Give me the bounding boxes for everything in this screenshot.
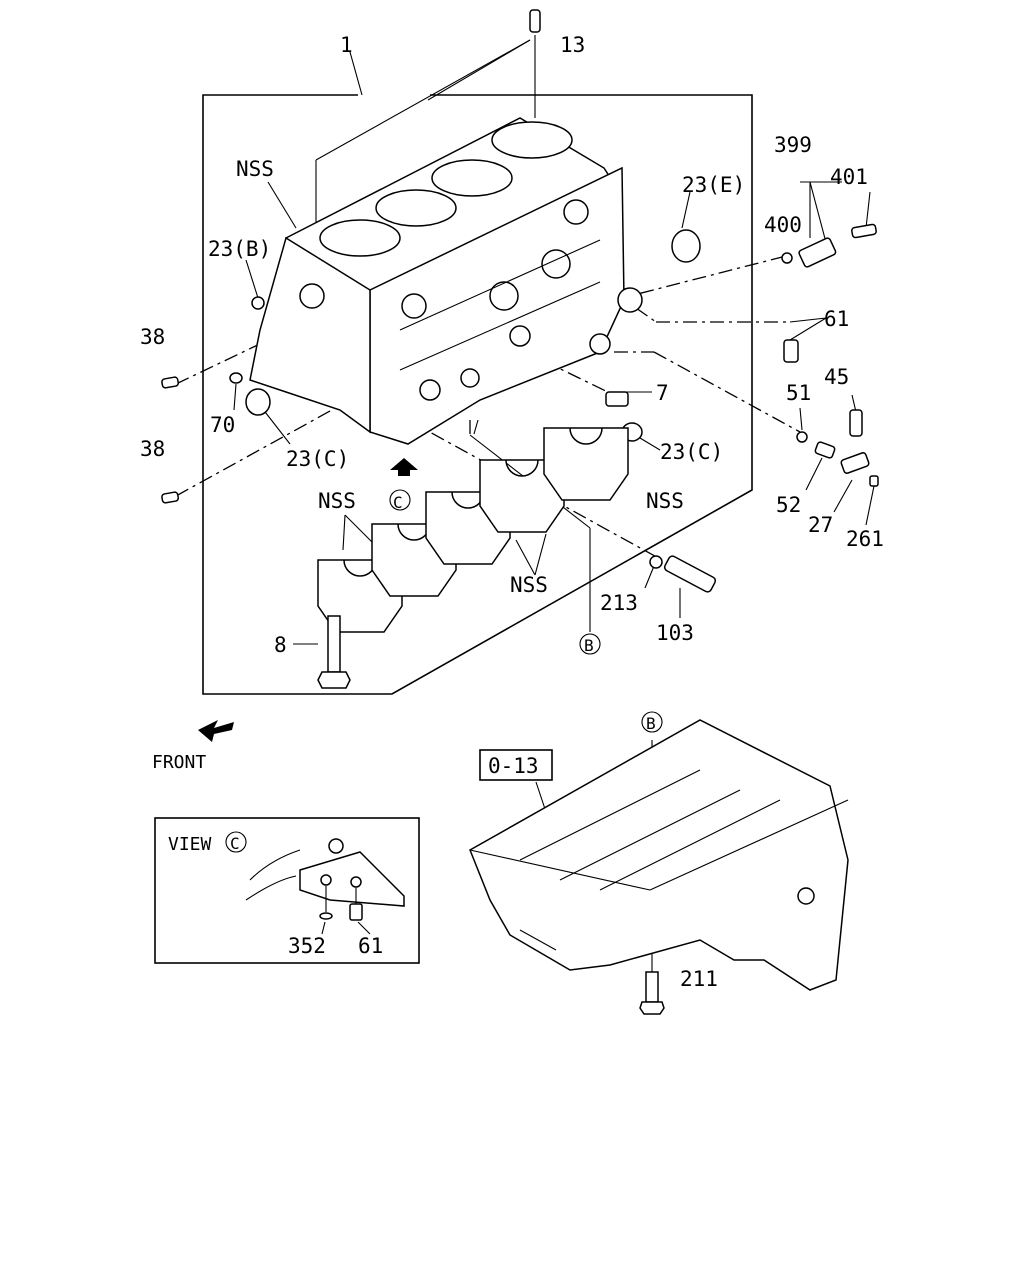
pin-38-upper [161, 376, 180, 389]
callout-23c-mid: 23(C) [660, 440, 723, 464]
callout-23c-left: 23(C) [286, 447, 349, 471]
view-marker-label: C [230, 834, 240, 853]
washer-51 [796, 431, 808, 443]
oil-pan [469, 719, 849, 991]
small-parts [161, 9, 879, 593]
callout-401: 401 [830, 165, 868, 189]
callout-13: 13 [560, 33, 585, 57]
bolt-8 [317, 615, 351, 689]
ref-box [479, 749, 553, 781]
callout-261: 261 [846, 527, 884, 551]
nozzle-103 [663, 555, 717, 593]
callout-8: 8 [274, 633, 287, 657]
plug-23c-left [245, 388, 271, 416]
bearing-caps [317, 427, 629, 633]
b-marker-upper-label: B [584, 636, 594, 655]
cylinder-bore-1 [319, 219, 401, 257]
callout-1: 1 [340, 33, 353, 57]
callout-51: 51 [786, 381, 811, 405]
plug-23e [671, 229, 701, 263]
callout-7: 7 [656, 381, 669, 405]
callout-52: 52 [776, 493, 801, 517]
washer-213 [649, 555, 663, 569]
callout-27: 27 [808, 513, 833, 537]
callout-45: 45 [824, 365, 849, 389]
plug-7 [605, 391, 629, 407]
callout-61: 61 [824, 307, 849, 331]
view-c-arrow [390, 458, 418, 476]
callout-103: 103 [656, 621, 694, 645]
ref-box-label: 0-13 [488, 754, 539, 778]
connector-27 [840, 452, 870, 474]
view-c-detail [154, 817, 420, 964]
callout-211: 211 [680, 967, 718, 991]
plug-261 [869, 475, 879, 487]
callout-nss-top: NSS [236, 157, 274, 181]
view-title: VIEW [168, 834, 212, 855]
view-c-marker [389, 489, 411, 511]
plug-70 [229, 372, 243, 384]
cylinder-bore-3 [431, 159, 513, 197]
front-arrow-icon [198, 720, 234, 742]
plug-52 [814, 441, 836, 459]
callout-nss-right: NSS [646, 489, 684, 513]
switch-45 [849, 409, 863, 437]
cylinder-bore-2 [375, 189, 457, 227]
view-callout-352: 352 [288, 934, 326, 958]
callout-nss-mid: NSS [510, 573, 548, 597]
dowel-13 [529, 9, 541, 33]
b-marker-upper [579, 633, 601, 655]
cylinder-bore-4 [491, 121, 573, 159]
callout-23e: 23(E) [682, 173, 745, 197]
cylinder-block [249, 117, 643, 445]
bolt-211 [639, 971, 665, 1015]
callout-nss-left: NSS [318, 489, 356, 513]
b-marker-lower [641, 711, 663, 733]
front-label: FRONT [152, 752, 206, 773]
pin-38-lower [161, 491, 180, 504]
sensor-399 [798, 237, 837, 268]
o-ring-400 [781, 252, 793, 264]
callout-70: 70 [210, 413, 235, 437]
callout-38-lower: 38 [140, 437, 165, 461]
view-c-marker-label: C [393, 493, 403, 512]
callout-400: 400 [764, 213, 802, 237]
plug-23b [251, 296, 265, 310]
bolt-401 [851, 223, 877, 239]
callout-213: 213 [600, 591, 638, 615]
view-callout-61: 61 [358, 934, 383, 958]
b-marker-lower-label: B [646, 714, 656, 733]
callout-38-upper: 38 [140, 325, 165, 349]
callout-399: 399 [774, 133, 812, 157]
pin-61 [783, 339, 799, 363]
main-frame [202, 94, 753, 695]
callout-23b: 23(B) [208, 237, 271, 261]
